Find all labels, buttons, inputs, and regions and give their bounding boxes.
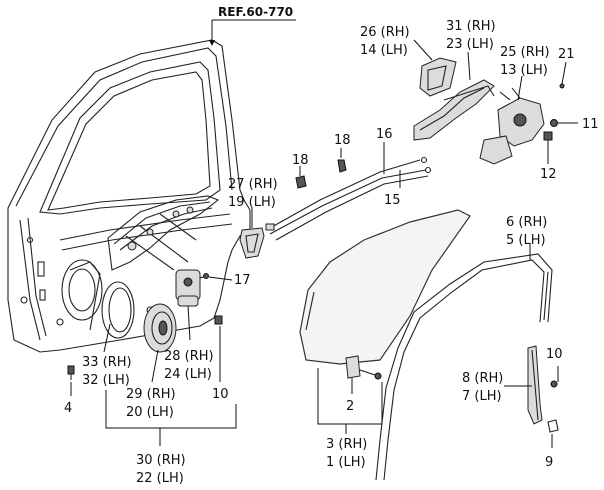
label-33-rh: 33 (RH) xyxy=(82,355,132,370)
label-10b: 10 xyxy=(546,347,563,362)
label-15: 15 xyxy=(384,193,401,208)
label-24-lh: 24 (LH) xyxy=(164,367,212,382)
label-11: 11 xyxy=(582,117,599,132)
label-3-rh: 3 (RH) xyxy=(326,437,367,452)
bolt-17 xyxy=(203,273,209,279)
label-6-rh: 6 (RH) xyxy=(506,215,547,230)
label-2: 2 xyxy=(346,399,354,414)
reference-label: REF.60-770 xyxy=(218,5,293,19)
label-8-rh: 8 (RH) xyxy=(462,371,503,386)
label-4: 4 xyxy=(64,401,72,416)
screw-4 xyxy=(67,365,75,380)
inside-handle xyxy=(239,227,265,259)
label-12: 12 xyxy=(540,167,557,182)
outside-handle xyxy=(413,79,495,141)
reference-callout: REF.60-770 xyxy=(209,5,296,46)
label-32-lh: 32 (LH) xyxy=(82,373,130,388)
outside-handle-cover xyxy=(419,57,457,97)
label-18a: 18 xyxy=(292,153,309,168)
label-22-lh: 22 (LH) xyxy=(136,471,184,486)
label-31-rh: 31 (RH) xyxy=(446,19,496,34)
clip-18b xyxy=(337,159,347,173)
label-29-rh: 29 (RH) xyxy=(126,387,176,402)
label-16: 16 xyxy=(376,127,393,142)
label-1-lh: 1 (LH) xyxy=(326,455,366,470)
regulator-motor xyxy=(175,269,207,307)
label-10a: 10 xyxy=(212,387,229,402)
label-18b: 18 xyxy=(334,133,351,148)
screw-21 xyxy=(559,83,565,89)
label-14-lh: 14 (LH) xyxy=(360,43,408,58)
label-30-rh: 30 (RH) xyxy=(136,453,186,468)
label-23-lh: 23 (LH) xyxy=(446,37,494,52)
clip-18a xyxy=(295,175,307,189)
label-26-rh: 26 (RH) xyxy=(360,25,410,40)
speaker xyxy=(143,303,177,353)
label-5-lh: 5 (LH) xyxy=(506,233,546,248)
label-19-lh: 19 (LH) xyxy=(228,195,276,210)
label-27-rh: 27 (RH) xyxy=(228,177,278,192)
glass-run-channel xyxy=(375,253,553,481)
label-7-lh: 7 (LH) xyxy=(462,389,502,404)
glass-bracket xyxy=(345,355,382,380)
grommet-12 xyxy=(543,131,553,141)
label-17: 17 xyxy=(234,273,251,288)
label-21: 21 xyxy=(558,47,575,62)
lower-channel xyxy=(527,345,559,433)
speaker-ring xyxy=(101,281,135,339)
door-latch xyxy=(479,87,545,165)
door-glass xyxy=(299,209,471,365)
window-regulator xyxy=(107,195,220,271)
label-25-rh: 25 (RH) xyxy=(500,45,550,60)
label-28-rh: 28 (RH) xyxy=(164,349,214,364)
screw-11 xyxy=(550,119,558,127)
label-9: 9 xyxy=(545,455,553,470)
lock-cables xyxy=(265,156,432,241)
label-20-lh: 20 (LH) xyxy=(126,405,174,420)
label-13-lh: 13 (LH) xyxy=(500,63,548,78)
door-panel xyxy=(7,39,251,353)
screw-10-left xyxy=(214,315,223,325)
